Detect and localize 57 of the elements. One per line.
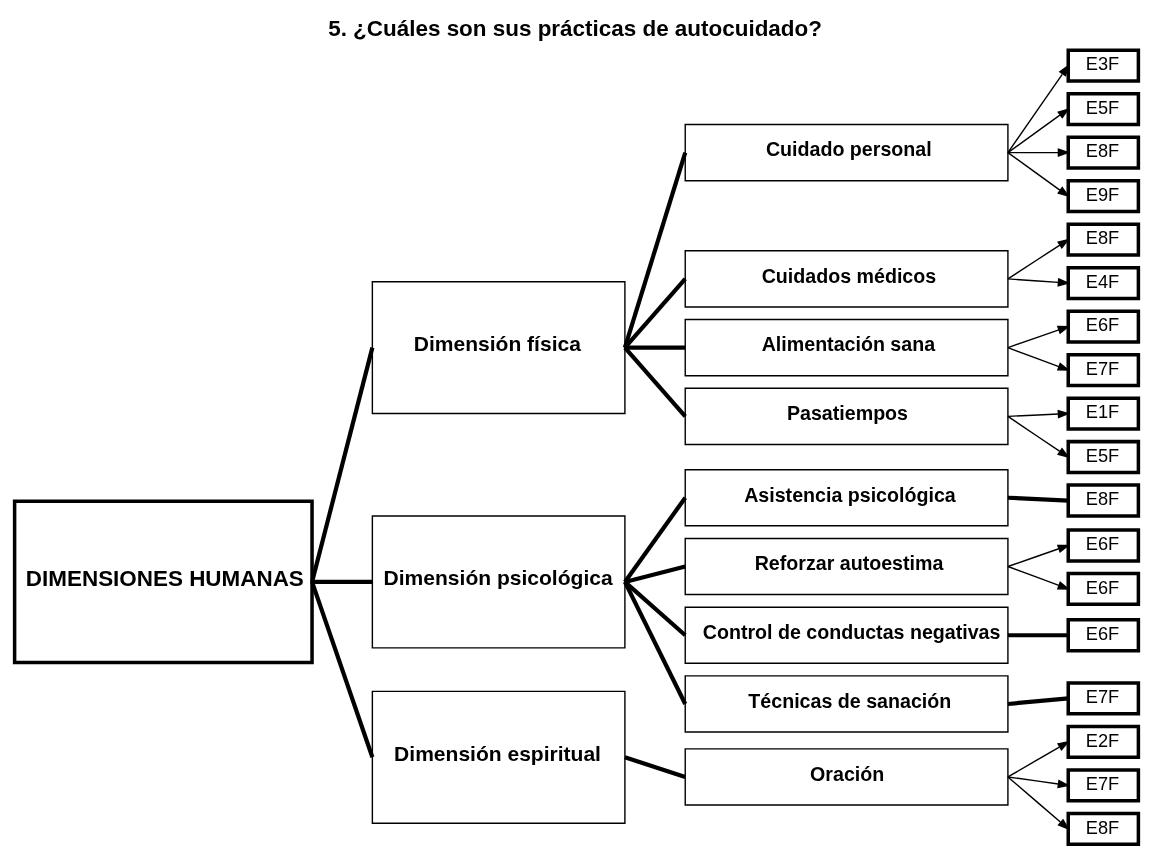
connector bbox=[624, 755, 686, 779]
node-box: E9F bbox=[1066, 178, 1141, 214]
node-box: E7F bbox=[1066, 768, 1141, 803]
node-box: Cuidado personal bbox=[684, 123, 1009, 182]
node-box: E8F bbox=[1066, 483, 1141, 518]
node-box: E5F bbox=[1066, 439, 1141, 475]
arrow bbox=[1007, 238, 1070, 280]
node-box: Reforzar autoestima bbox=[684, 537, 1009, 596]
connector bbox=[624, 345, 686, 350]
node-box: E8F bbox=[1066, 811, 1141, 847]
node-box: Alimentación sana bbox=[684, 318, 1009, 377]
node-box: E7F bbox=[1066, 352, 1141, 388]
node-box: E5F bbox=[1066, 91, 1141, 127]
arrow bbox=[1007, 277, 1071, 287]
node-box: DIMENSIONES HUMANAS bbox=[12, 499, 314, 665]
node-box: E6F bbox=[1066, 309, 1141, 344]
node-box: E6F bbox=[1066, 571, 1141, 607]
node-box: Cuidados médicos bbox=[684, 250, 1009, 308]
diagram-title: 5. ¿Cuáles son sus prácticas de autocuidado? bbox=[328, 15, 822, 41]
node-box: E1F bbox=[1066, 396, 1141, 431]
connector bbox=[622, 152, 688, 349]
connector bbox=[624, 564, 686, 584]
node-box: Dimensión psicológica bbox=[371, 515, 626, 649]
connector bbox=[1007, 495, 1069, 503]
node-box: E4F bbox=[1066, 265, 1141, 301]
node-box: Dimensión física bbox=[371, 281, 626, 415]
connector bbox=[623, 580, 687, 637]
arrow bbox=[1007, 63, 1070, 154]
arrow bbox=[1007, 409, 1071, 419]
connector bbox=[310, 581, 375, 758]
connector bbox=[1007, 633, 1069, 638]
node-box: Dimensión espiritual bbox=[371, 690, 626, 824]
arrow bbox=[1007, 148, 1071, 158]
node-box: Pasatiempos bbox=[684, 387, 1009, 446]
connector bbox=[312, 579, 373, 585]
node-box: Asistencia psicológica bbox=[684, 469, 1009, 527]
node-box: E2F bbox=[1066, 724, 1141, 760]
arrow bbox=[1007, 151, 1070, 198]
connector bbox=[623, 581, 688, 705]
node-box: E8F bbox=[1066, 135, 1141, 170]
node-box: E3F bbox=[1066, 48, 1141, 83]
connector bbox=[623, 496, 687, 584]
node-box: Control de conductas negativas bbox=[684, 606, 1009, 664]
node-box: Técnicas de sanación bbox=[684, 675, 1009, 733]
node-box: Oración bbox=[684, 748, 1009, 806]
arrow bbox=[1007, 415, 1070, 459]
node-box: E6F bbox=[1066, 528, 1141, 563]
connector bbox=[623, 346, 687, 418]
node-box: E7F bbox=[1066, 681, 1141, 716]
connector bbox=[623, 277, 687, 349]
node-box: E8F bbox=[1066, 222, 1141, 257]
node-box: E6F bbox=[1066, 618, 1141, 653]
arrow bbox=[1007, 776, 1070, 831]
arrow bbox=[1007, 776, 1071, 789]
connector bbox=[1007, 696, 1069, 707]
connector bbox=[310, 347, 375, 583]
arrow bbox=[1007, 107, 1070, 154]
